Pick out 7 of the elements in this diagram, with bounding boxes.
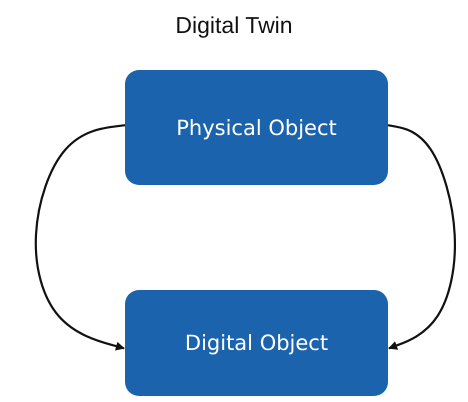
- process-box: [125, 290, 388, 396]
- process-box: [125, 70, 388, 185]
- curved-arrow: [388, 124, 456, 350]
- node-label: Physical Object: [176, 116, 337, 140]
- curved-arrow: [34, 124, 126, 350]
- diagram-title: Digital Twin: [174, 12, 294, 39]
- node-label: Digital Object: [184, 331, 328, 355]
